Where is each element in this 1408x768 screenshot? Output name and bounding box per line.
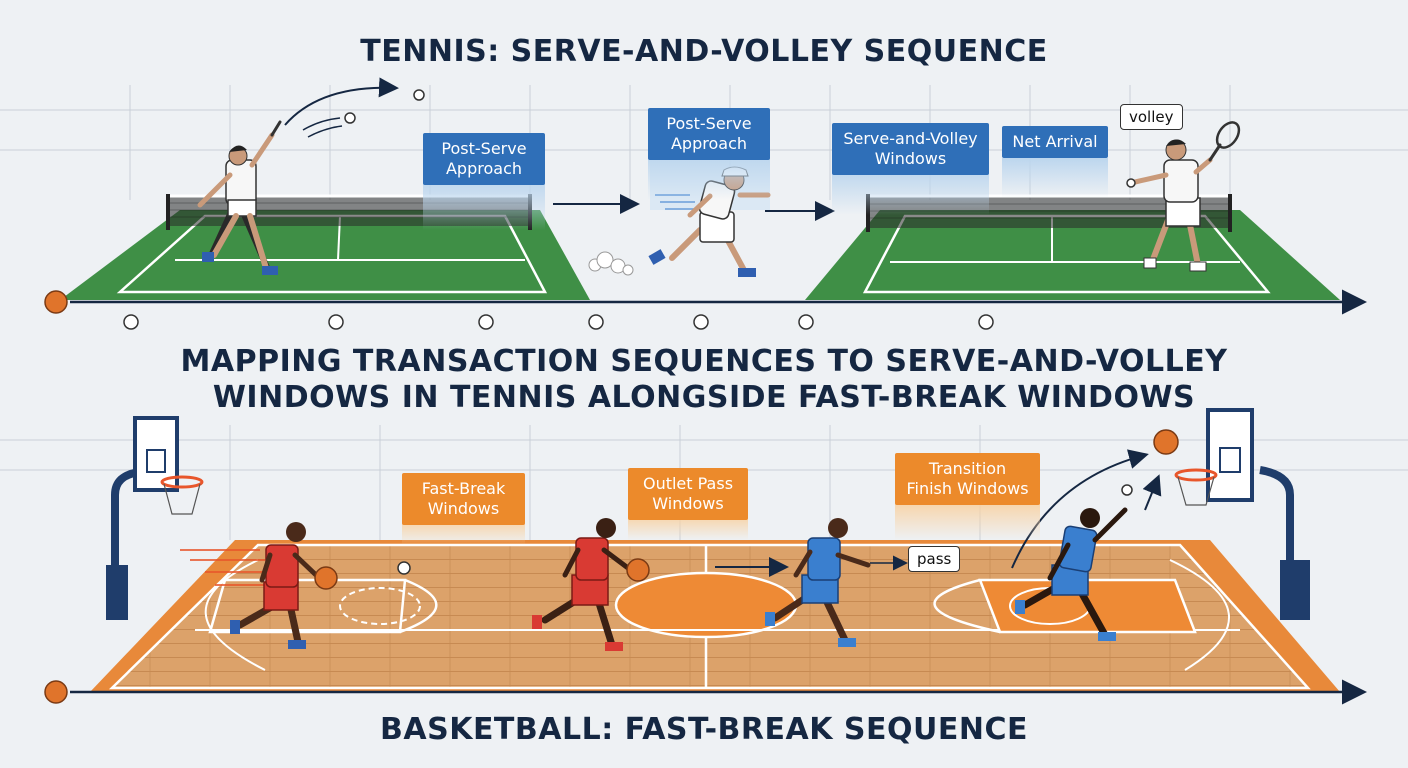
label-net-arrival: Net Arrival bbox=[1002, 126, 1108, 158]
basketball-player-blue-shooting bbox=[1015, 507, 1128, 641]
label-glow bbox=[423, 180, 545, 230]
basketball-player-red-dribbling bbox=[230, 522, 319, 649]
basketball-hoop-right bbox=[1174, 408, 1310, 620]
tennis-player-volleying bbox=[1132, 121, 1241, 272]
basketball-icon bbox=[44, 290, 68, 314]
label-glow bbox=[832, 170, 989, 215]
label-post-serve-approach-1: Post-Serve Approach bbox=[423, 133, 545, 185]
label-glow bbox=[895, 500, 1040, 540]
basketball-player-blue-receiving bbox=[765, 518, 871, 647]
label-post-serve-approach-2: Post-Serve Approach bbox=[648, 108, 770, 160]
label-fast-break-windows: Fast-Break Windows bbox=[402, 473, 525, 525]
volley-speech-bubble: volley bbox=[1120, 104, 1183, 130]
tennis-section-title: TENNIS: SERVE-AND-VOLLEY SEQUENCE bbox=[360, 34, 1048, 69]
basketball-section-title: BASKETBALL: FAST-BREAK SEQUENCE bbox=[380, 712, 1028, 747]
label-glow bbox=[648, 155, 770, 200]
basketball-icon bbox=[44, 680, 68, 704]
main-title-line-2: WINDOWS IN TENNIS ALONGSIDE FAST-BREAK W… bbox=[212, 380, 1196, 415]
tennis-timeline-ball-icons bbox=[123, 314, 994, 330]
label-glow bbox=[1002, 158, 1108, 198]
basketball-hoop-left bbox=[106, 416, 204, 620]
label-outlet-pass-windows: Outlet Pass Windows bbox=[628, 468, 748, 520]
basketball-court bbox=[90, 540, 1340, 692]
label-serve-and-volley-windows: Serve-and-Volley Windows bbox=[832, 123, 989, 175]
label-transition-finish-windows: Transition Finish Windows bbox=[895, 453, 1040, 505]
dust-cloud bbox=[588, 251, 634, 276]
main-title-line-1: MAPPING TRANSACTION SEQUENCES TO SERVE-A… bbox=[180, 344, 1228, 379]
pass-speech-bubble: pass bbox=[908, 546, 961, 572]
basketball-player-red-running bbox=[532, 518, 631, 651]
tennis-player-serving bbox=[197, 120, 282, 275]
